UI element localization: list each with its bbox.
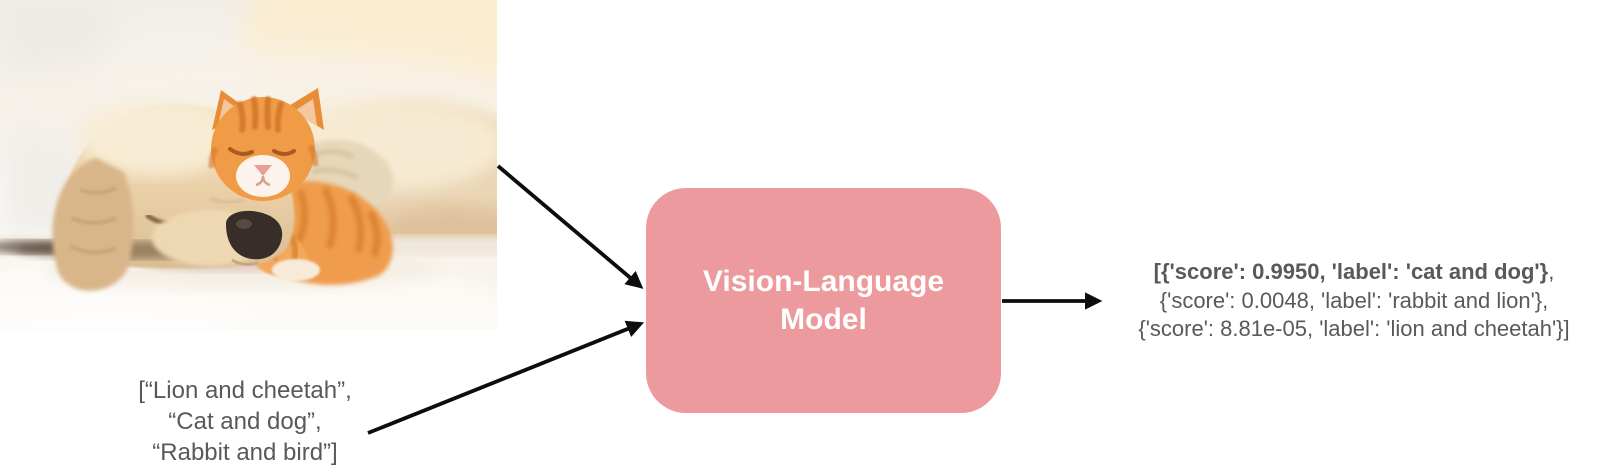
output-line-3: {'score': 8.81e-05, 'label': 'lion and c… xyxy=(1138,316,1570,341)
arrow-image-to-model xyxy=(496,164,644,289)
candidate-label-line: [“Lion and cheetah”, xyxy=(138,377,352,404)
vision-language-model-box: Vision-Language Model xyxy=(646,188,1001,413)
candidate-label-line: “Rabbit and bird”] xyxy=(152,439,338,466)
candidate-labels-list: [“Lion and cheetah”, “Cat and dog”, “Rab… xyxy=(95,375,395,468)
pet-photo xyxy=(0,0,497,330)
model-label: Vision-Language Model xyxy=(702,264,945,336)
candidate-label-line: “Cat and dog”, xyxy=(168,408,322,435)
output-line-2: {'score': 0.0048, 'label': 'rabbit and l… xyxy=(1159,287,1549,313)
output-line-1-tail: , xyxy=(1548,259,1555,284)
model-output-text: [{'score': 0.9950, 'label': 'cat and dog… xyxy=(1108,258,1600,344)
output-line-1-bold: [{'score': 0.9950, 'label': 'cat and dog… xyxy=(1153,259,1549,284)
puppy-kitten-image xyxy=(0,0,497,330)
arrow-labels-to-model xyxy=(367,320,645,435)
output-line-1: [{'score': 0.9950, 'label': 'cat and dog… xyxy=(1108,258,1600,287)
